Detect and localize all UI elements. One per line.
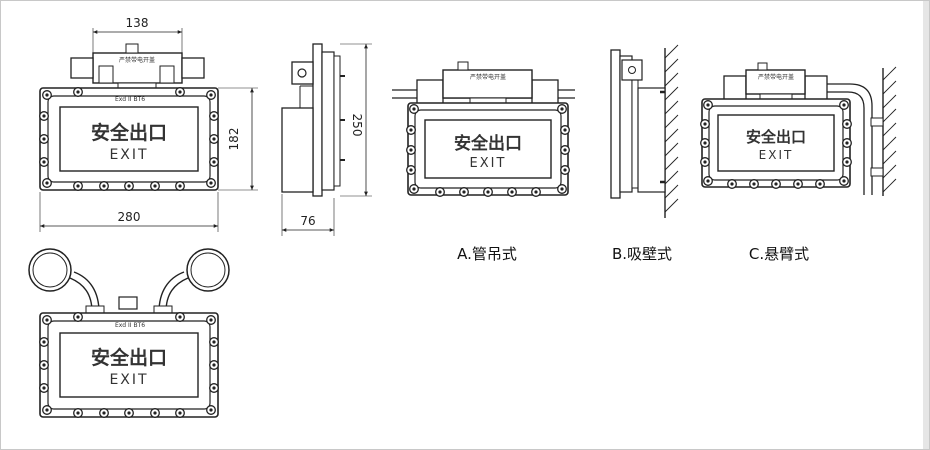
- mount-a-pipe-hanging: 严禁带电开盖 安全出口 EXIT A.管吊式: [392, 61, 575, 263]
- dim-box-width: 138: [126, 16, 149, 30]
- caption-c: C.悬臂式: [749, 245, 809, 263]
- emergency-marking: Exd II BT6: [115, 322, 145, 329]
- dim-side-height: 250: [350, 114, 364, 137]
- caption-a: A.管吊式: [457, 245, 517, 263]
- emergency-sign-english: EXIT: [109, 372, 148, 388]
- emergency-sign-chinese: 安全出口: [91, 346, 167, 369]
- front-marking: Exd II BT6: [115, 96, 145, 103]
- dim-height: 182: [227, 128, 241, 151]
- caption-b: B.吸壁式: [612, 245, 672, 263]
- dim-depth: 76: [300, 214, 315, 228]
- side-view: 250 76: [281, 43, 372, 236]
- front-sign-chinese: 安全出口: [91, 121, 167, 144]
- a-sign-english: EXIT: [470, 156, 507, 171]
- a-junction-label: 严禁带电开盖: [470, 73, 506, 81]
- mount-b-wall: B.吸壁式: [610, 44, 679, 263]
- mount-c-cantilever: 严禁带电开盖 安全出口 EXIT C.悬臂式: [700, 62, 897, 263]
- c-sign-english: EXIT: [759, 148, 794, 162]
- front-view: 138 严禁带电开盖 Exd II BT6 安全出口 EXIT 182: [39, 16, 258, 232]
- c-sign-chinese: 安全出口: [746, 128, 806, 146]
- c-junction-label: 严禁带电开盖: [758, 73, 794, 81]
- junction-box-label: 严禁带电开盖: [119, 56, 155, 64]
- a-sign-chinese: 安全出口: [454, 133, 522, 154]
- dim-width: 280: [118, 210, 141, 224]
- front-sign-english: EXIT: [109, 147, 148, 163]
- emergency-light-view: Exd II BT6 安全出口 EXIT: [28, 248, 230, 418]
